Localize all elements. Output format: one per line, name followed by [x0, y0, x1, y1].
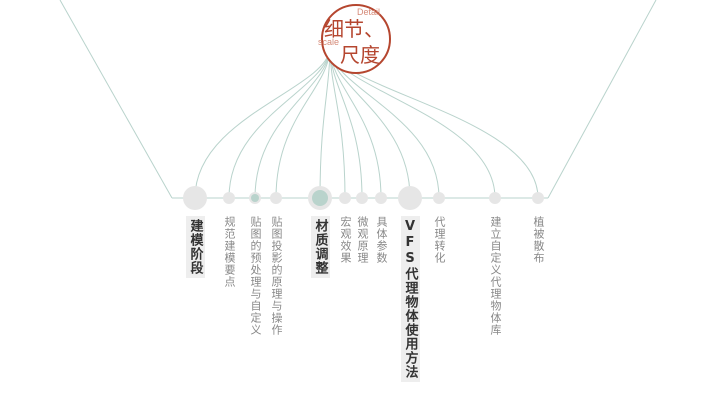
step-label: 植被散布	[532, 216, 545, 264]
timeline-node	[183, 186, 207, 210]
timeline-node	[489, 192, 501, 204]
timeline-node	[433, 192, 445, 204]
connector-curve	[194, 49, 331, 199]
badge-subtitle-scale: scale	[318, 37, 340, 47]
step-label-major: VFS代理物体使用方法	[400, 216, 420, 382]
step-label: 宏观效果	[339, 216, 352, 264]
timeline-nodes	[183, 186, 544, 210]
left-diagonal-line	[59, 0, 173, 199]
timeline-node	[339, 192, 351, 204]
step-label: 贴图的预处理与自定义	[249, 216, 262, 336]
step-label: 贴图投影的原理与操作	[270, 216, 283, 336]
step-label: 建立自定义代理物体库	[489, 216, 502, 336]
step-label: 具体参数	[375, 216, 388, 264]
timeline-node	[270, 192, 282, 204]
timeline-node	[532, 192, 544, 204]
timeline-node-highlight	[312, 190, 328, 206]
badge-title-line2: 尺度	[340, 43, 380, 67]
connector-curve	[228, 49, 331, 199]
badge-title-line1: 细节、	[324, 17, 384, 41]
connector-curve	[254, 49, 331, 199]
title-badge: Detail 细节、 scale 尺度	[318, 4, 391, 74]
step-label: 规范建模要点	[223, 216, 236, 288]
connector-curve	[275, 49, 331, 199]
connector-curve	[319, 49, 331, 199]
timeline-node	[223, 192, 235, 204]
timeline-node-highlight	[251, 194, 259, 202]
timeline-node	[375, 192, 387, 204]
right-diagonal-line	[547, 0, 657, 199]
step-label: 微观原理	[356, 216, 369, 264]
badge-subtitle-detail: Detail	[357, 7, 381, 17]
timeline-node	[398, 186, 422, 210]
step-label-major: 材质调整	[310, 216, 330, 278]
step-label: 代理转化	[433, 216, 446, 264]
step-label-major: 建模阶段	[185, 216, 205, 278]
timeline-node	[356, 192, 368, 204]
